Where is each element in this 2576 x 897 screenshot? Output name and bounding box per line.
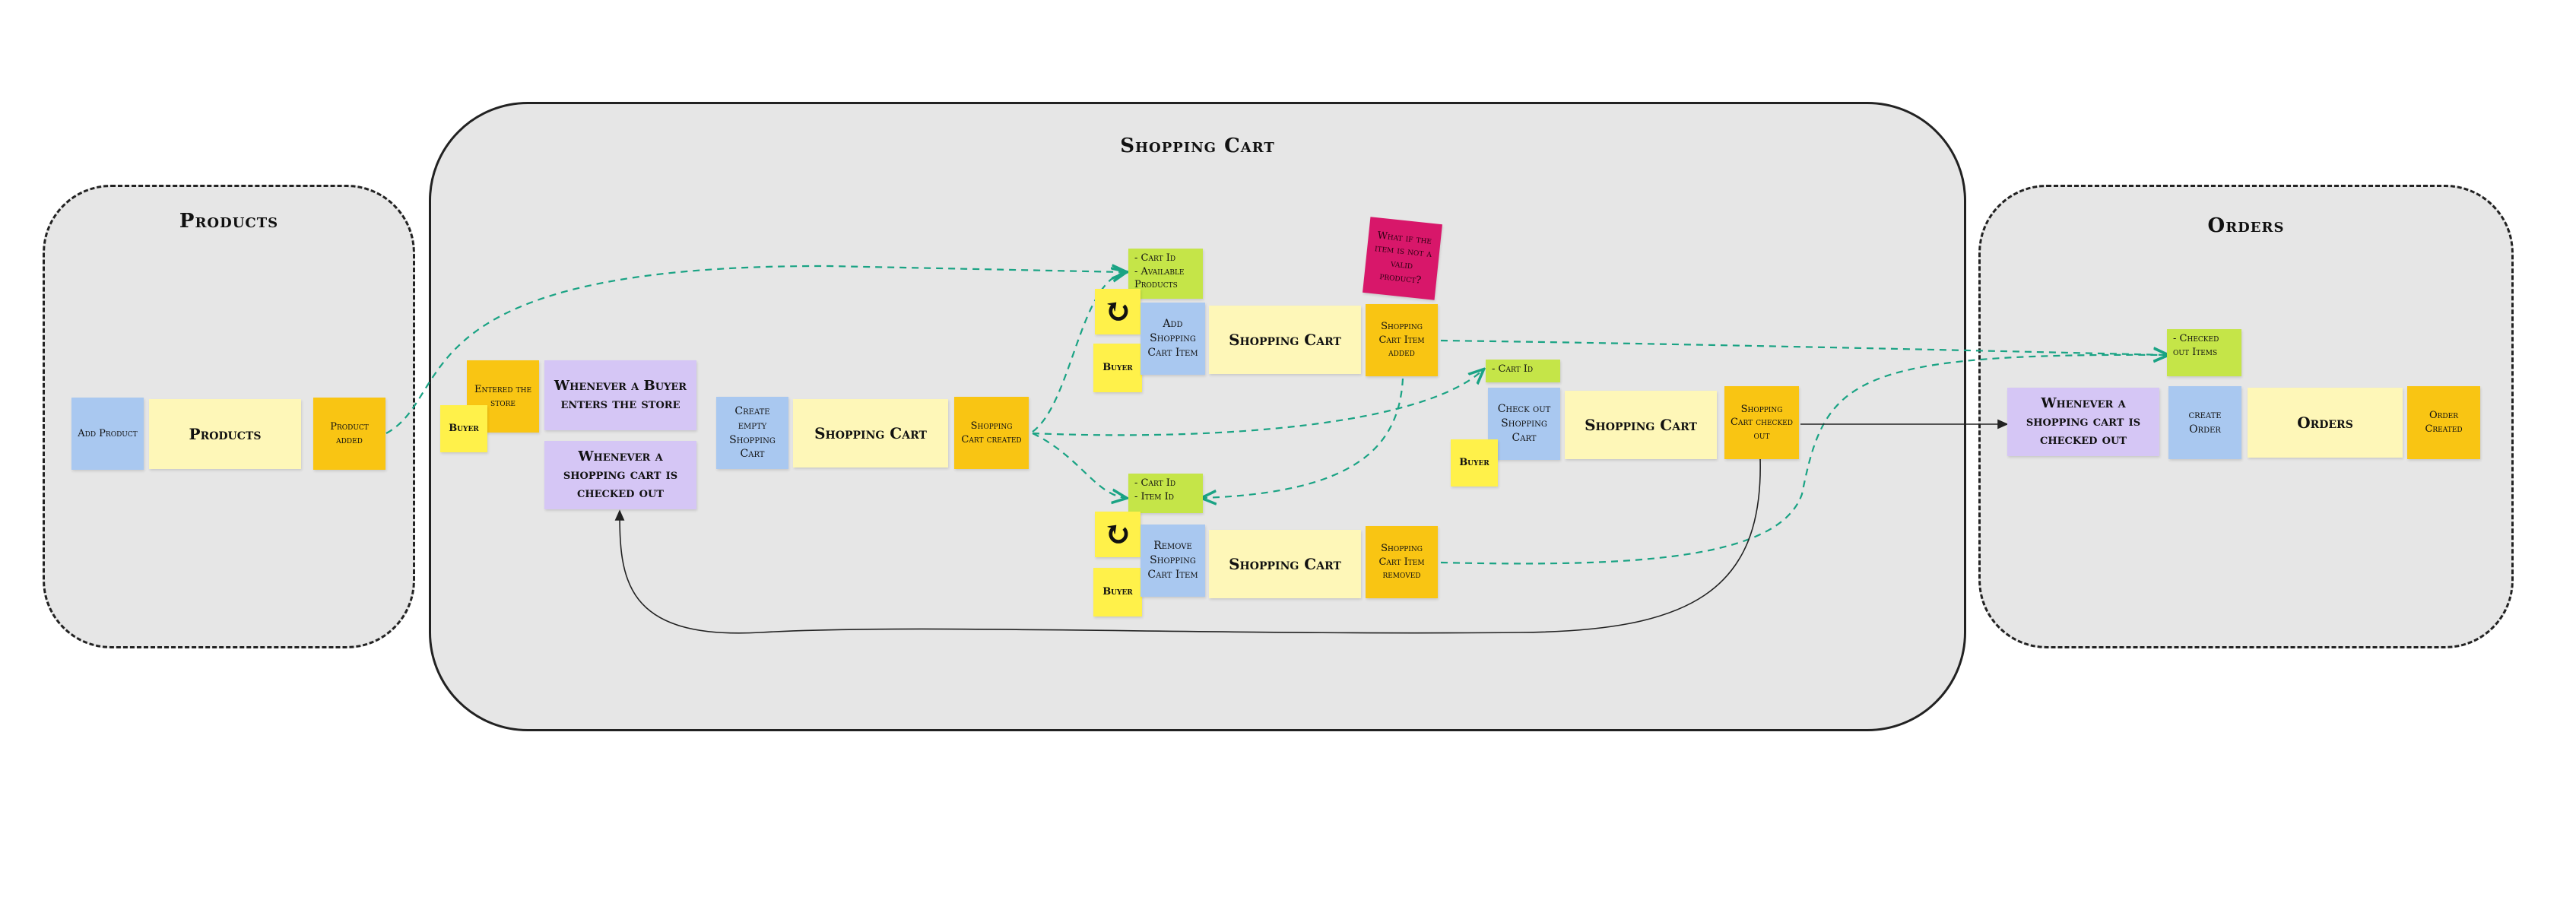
link-cart-created-to-checkout-read-model (1032, 370, 1483, 436)
cart-item-added-event[interactable]: Shopping Cart Item added (1366, 304, 1438, 376)
order-created-event[interactable]: Order Created (2407, 386, 2480, 459)
orders-aggregate[interactable]: Orders (2248, 388, 2403, 458)
products-aggregate[interactable]: Products (149, 399, 301, 469)
shopping-cart-title: Shopping Cart (1120, 135, 1275, 157)
cart-checked-out-event[interactable]: Shopping Cart checked out (1724, 386, 1799, 459)
shopping-cart-aggregate[interactable]: Shopping Cart (1209, 530, 1361, 598)
add-product-command[interactable]: Add Product (71, 398, 144, 470)
orders-read-model[interactable]: - Checked out Items (2167, 329, 2241, 376)
products-title: Products (179, 210, 279, 233)
shopping-cart-aggregate[interactable]: Shopping Cart (793, 399, 948, 468)
shopping-cart-created-event[interactable]: Shopping Cart created (954, 397, 1029, 469)
refresh-icon[interactable]: ↻ (1095, 289, 1140, 334)
remove-cart-item-command[interactable]: Remove Shopping Cart Item (1140, 525, 1205, 597)
buyer-actor[interactable]: Buyer (1451, 439, 1498, 487)
invalid-product-hotspot[interactable]: What if the item is not a valid product? (1363, 217, 1442, 300)
remove-item-read-model[interactable]: - Cart Id- Item Id (1128, 474, 1203, 513)
shopping-cart-aggregate[interactable]: Shopping Cart (1565, 391, 1717, 459)
buyer-actor[interactable]: Buyer (440, 405, 487, 452)
link-cart-created-to-remove-read-model (1032, 433, 1125, 498)
link-item-added-to-remove-read-model (1203, 378, 1404, 498)
create-shopping-cart-command[interactable]: Create empty Shopping Cart (716, 397, 788, 469)
orders-policy[interactable]: Whenever a shopping cart is checked out (2007, 388, 2159, 456)
buyer-actor[interactable]: Buyer (1093, 344, 1142, 392)
buyer-actor[interactable]: Buyer (1093, 568, 1142, 616)
cart-checked-out-policy[interactable]: Whenever a shopping cart is checked out (544, 441, 696, 509)
link-checked-out-to-cart-policy (614, 457, 1761, 634)
shopping-cart-aggregate[interactable]: Shopping Cart (1209, 306, 1361, 374)
refresh-icon[interactable]: ↻ (1095, 512, 1140, 557)
checkout-read-model[interactable]: - Cart Id (1486, 360, 1560, 382)
link-item-removed-to-orders-read-model (1440, 355, 2167, 565)
product-added-event[interactable]: Product added (313, 398, 385, 470)
cart-item-removed-event[interactable]: Shopping Cart Item removed (1366, 526, 1438, 598)
link-item-added-to-orders-read-model (1440, 339, 2167, 355)
link-product-added-to-read-model (385, 266, 1125, 434)
create-order-command[interactable]: create Order (2168, 386, 2241, 459)
link-cart-created-to-add-read-model (1032, 272, 1125, 433)
buyer-enters-store-policy[interactable]: Whenever a Buyer enters the store (544, 360, 696, 430)
orders-title: Orders (2207, 214, 2285, 237)
add-cart-item-command[interactable]: Add Shopping Cart Item (1140, 303, 1205, 375)
add-item-read-model[interactable]: - Cart Id- Available Products (1128, 249, 1203, 299)
checkout-cart-command[interactable]: Check out Shopping Cart (1488, 388, 1560, 460)
